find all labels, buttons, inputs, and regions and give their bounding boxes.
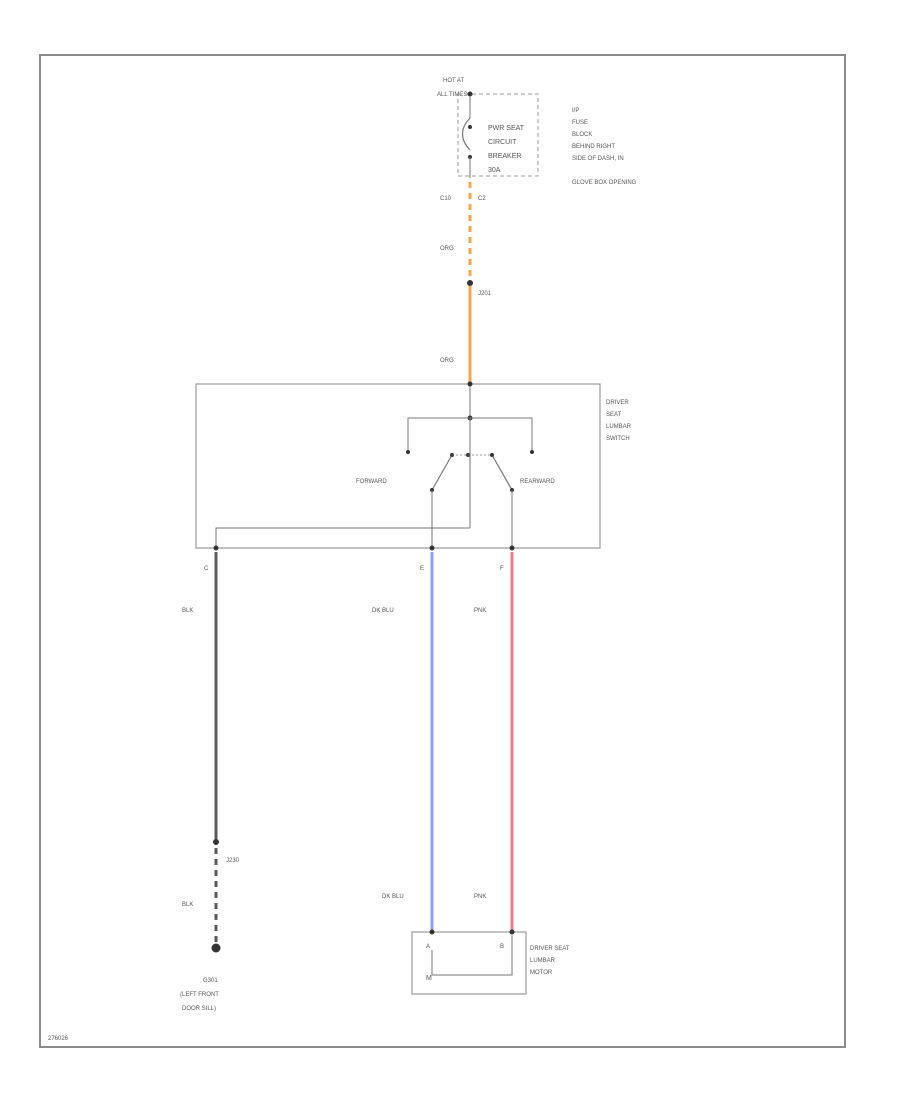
lumbar-motor: A B M DRIVER SEAT LUMBAR MOTOR <box>411 929 570 995</box>
orange-wire-label-2: ORG <box>440 358 454 364</box>
motor-pin-a-label: A <box>426 944 430 950</box>
rearward-blade <box>491 454 513 491</box>
switch-label-4: SWITCH <box>606 436 630 442</box>
fuse-block-label-5: SIDE OF DASH, IN <box>572 156 624 162</box>
dk-blu-label-top: DK BLU <box>372 608 394 614</box>
splice-j201-dot <box>467 280 473 286</box>
switch-label-3: LUMBAR <box>606 424 632 430</box>
blue-wire: DK BLU DK BLU <box>372 552 434 930</box>
orange-wire-label-1: ORG <box>440 246 454 252</box>
pin-e-label: E <box>420 566 424 572</box>
rearward-label: REARWARD <box>520 479 555 485</box>
motor-label-3: MOTOR <box>530 970 553 976</box>
ground-location-1: (LEFT FRONT <box>180 992 219 998</box>
motor-pin-b-label: B <box>500 944 504 950</box>
motor-pin-a-terminal <box>429 929 435 935</box>
splice-j201-label: J201 <box>478 291 492 297</box>
motor-label-1: DRIVER SEAT <box>530 946 570 952</box>
switch-label-2: SEAT <box>606 412 622 418</box>
fuse-block-label-4: BEHIND RIGHT <box>572 144 615 150</box>
fuse-block-label-6: GLOVE BOX OPENING <box>572 180 637 186</box>
ground-location-2: DOOR SILL) <box>182 1006 216 1012</box>
dk-blu-label-bottom: DK BLU <box>382 894 404 900</box>
ground-wire: BLK J230 BLK G301 (LEFT FRONT DOOR SILL) <box>180 552 240 1012</box>
fuse-block-label-2: FUSE <box>572 120 588 126</box>
ground-point <box>211 943 221 953</box>
diagram-frame <box>39 54 846 1048</box>
circuit-breaker-symbol <box>461 117 471 151</box>
all-times-label: ALL TIMES <box>437 92 467 98</box>
motor-symbol: M <box>426 975 432 982</box>
splice-j230-dot <box>213 839 219 845</box>
fuse-block-label-1: I/P <box>572 108 579 114</box>
connector-c10-label: C10 <box>440 196 452 202</box>
breaker-label-4: 30A <box>488 167 501 174</box>
switch-label-1: DRIVER <box>606 400 629 406</box>
hot-at-label: HOT AT <box>443 78 464 84</box>
pin-f-terminal <box>509 545 515 551</box>
forward-label: FORWARD <box>356 479 387 485</box>
switch-input-terminal <box>467 381 473 387</box>
lumbar-switch-box <box>195 383 601 549</box>
orange-feed-wire: ORG J201 ORG <box>440 182 492 382</box>
ground-id-label: G301 <box>203 978 218 984</box>
pin-f-label: F <box>500 566 504 572</box>
connector-c2-label: C2 <box>478 196 486 202</box>
blk-wire-label-bottom: BLK <box>182 902 193 908</box>
motor-label-2: LUMBAR <box>530 958 556 964</box>
power-source: HOT AT ALL TIMES PWR SEAT CIRCUIT BREAKE… <box>437 78 637 202</box>
breaker-label-2: CIRCUIT <box>488 139 517 146</box>
pin-e-terminal <box>429 545 435 551</box>
fuse-block-outline <box>457 93 539 177</box>
pnk-label-bottom: PNK <box>474 894 486 900</box>
pin-c-terminal <box>213 545 219 551</box>
breaker-label-1: PWR SEAT <box>488 125 525 132</box>
pink-wire: PNK PNK <box>474 552 514 930</box>
lumbar-switch: DRIVER SEAT LUMBAR SWITCH FORWARD REARWA… <box>195 381 632 572</box>
pin-c-label: C <box>204 566 209 572</box>
breaker-contact-top <box>468 125 472 129</box>
breaker-label-3: BREAKER <box>488 153 521 160</box>
forward-blade <box>431 454 453 491</box>
motor-box <box>411 931 527 995</box>
diagram-code: 276026 <box>48 1036 69 1042</box>
pnk-label-top: PNK <box>474 608 486 614</box>
splice-j230-label: J230 <box>226 858 240 864</box>
motor-pin-b-terminal <box>509 929 515 935</box>
fuse-block-entry-dot <box>467 91 473 97</box>
fuse-block-label-3: BLOCK <box>572 132 592 138</box>
blk-wire-label-top: BLK <box>182 608 193 614</box>
